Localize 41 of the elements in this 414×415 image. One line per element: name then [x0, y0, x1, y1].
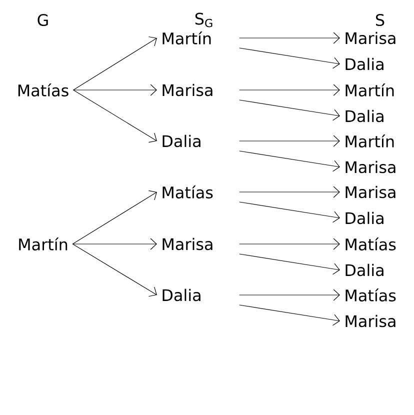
root-name: Matías [18, 84, 68, 96]
arrow [239, 289, 340, 301]
leaf-name: Dalia [346, 264, 384, 276]
arrow [239, 135, 340, 147]
arrow [239, 186, 340, 198]
arrow [239, 48, 340, 69]
arrow [239, 304, 340, 326]
arrow [73, 36, 157, 90]
arrow [239, 32, 340, 44]
branch-name: Marisa [162, 238, 212, 250]
leaf-name: Dalia [346, 110, 384, 122]
arrow [72, 238, 157, 250]
leaf-name: Matías [346, 288, 396, 302]
leaf-name: Matías [346, 238, 396, 250]
leaf-name: Dalia [346, 212, 384, 224]
arrow [239, 202, 340, 223]
arrow [72, 244, 157, 297]
leaf-name: Marisa [346, 186, 396, 198]
leaf-name: Dalia [346, 58, 384, 70]
branch-name: Marisa [162, 84, 212, 96]
arrow [73, 90, 157, 143]
branch-name: Matías [162, 186, 213, 198]
column-header: G [38, 14, 48, 26]
leaf-name: Marisa [346, 160, 396, 174]
arrow [239, 238, 340, 250]
root-name: Martín [19, 238, 68, 250]
arrow [73, 84, 157, 96]
branch-name: Dalia [162, 288, 200, 302]
branch-name: Martín [162, 32, 211, 44]
arrow [239, 84, 340, 96]
column-header: S [376, 14, 384, 26]
leaf-name: Marisa [346, 314, 396, 328]
leaf-name: Martín [346, 84, 394, 96]
leaf-name: Martín [346, 134, 394, 148]
branch-name: Dalia [162, 134, 200, 148]
column-header: S$_{G}$ [195, 12, 212, 28]
arrow [239, 254, 340, 275]
arrow [239, 150, 340, 172]
arrow [239, 100, 340, 121]
arrow [72, 190, 157, 244]
leaf-name: Marisa [346, 32, 396, 44]
